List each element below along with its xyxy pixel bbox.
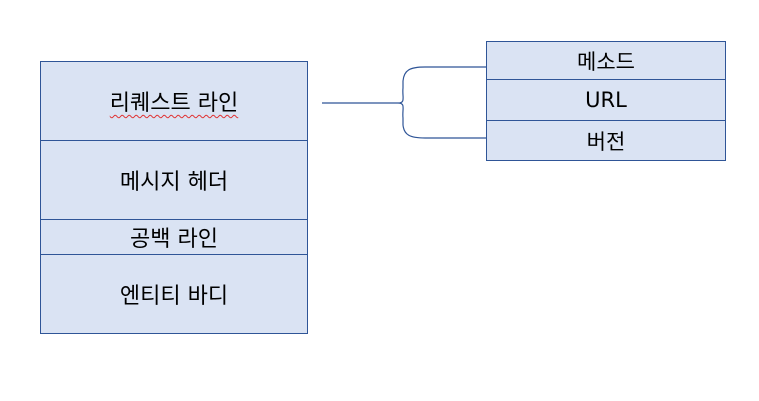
blank-line-box: 공백 라인: [40, 219, 308, 255]
method-label: 메소드: [577, 49, 635, 74]
version-box: 버전: [486, 120, 726, 161]
request-line-box: 리퀘스트 라인: [40, 61, 308, 141]
version-label: 버전: [586, 129, 626, 154]
request-line-label: 리퀘스트 라인: [109, 91, 239, 116]
brace-line: [322, 66, 486, 139]
url-box: URL: [486, 79, 726, 121]
message-header-label: 메시지 헤더: [119, 170, 229, 195]
entity-body-box: 엔티티 바디: [40, 254, 308, 334]
url-label: URL: [585, 88, 627, 112]
message-header-box: 메시지 헤더: [40, 140, 308, 220]
blank-line-label: 공백 라인: [130, 227, 218, 252]
method-box: 메소드: [486, 41, 726, 80]
entity-body-label: 엔티티 바디: [119, 284, 229, 309]
